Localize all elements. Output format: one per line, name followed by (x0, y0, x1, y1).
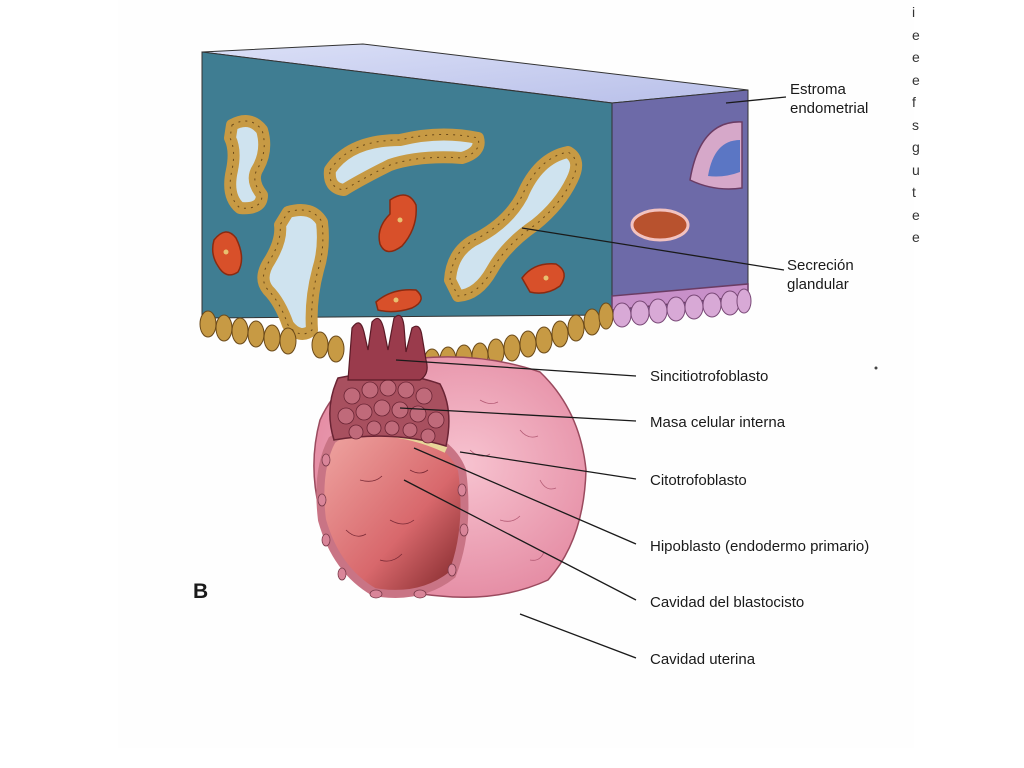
vessel-4 (375, 289, 422, 313)
label-secrecion-line1: Secreción (787, 257, 854, 274)
cut-off-letter: e (912, 229, 920, 245)
blastocyst (313, 314, 587, 599)
gland-1 (224, 115, 271, 215)
leader-citotro (459, 451, 637, 480)
panel-letter: B (193, 580, 209, 603)
cut-off-letter: f (912, 94, 916, 110)
cut-off-letter: g (912, 139, 920, 155)
cytotrophoblast-cells (317, 453, 469, 599)
vessel-2 (378, 194, 417, 253)
gland-2 (323, 128, 485, 196)
cut-off-letter: e (912, 49, 920, 65)
cut-off-letter: i (912, 4, 916, 20)
label-citotrofoblasto: Citotrofoblasto (650, 472, 747, 489)
label-sincitiotrofoblasto: Sincitiotrofoblasto (650, 368, 769, 385)
label-estroma-endometrial: Estroma endometrial (790, 80, 868, 118)
uterine-epithelium (199, 302, 614, 376)
label-secrecion-line2: glandular (787, 276, 849, 293)
cut-off-letter: t (912, 184, 916, 200)
leader-lines (395, 96, 787, 659)
side-gland-lumen (708, 140, 740, 177)
leader-cavidad-blasto (403, 479, 637, 601)
label-estroma-line1: Estroma (790, 81, 846, 98)
leader-masa (399, 407, 637, 422)
leader-sincitio (395, 359, 637, 377)
endometrial-block (199, 43, 752, 376)
label-cavidad-blastocisto: Cavidad del blastocisto (650, 594, 805, 611)
cut-off-letter: e (912, 71, 920, 88)
cut-off-letter: s (912, 116, 919, 133)
label-cavidad-uterina: Cavidad uterina (650, 651, 756, 668)
cut-off-letter: e (912, 206, 920, 223)
leader-cavidad-uterina (519, 613, 637, 659)
vessel-3 (521, 263, 565, 294)
gland-3 (444, 146, 583, 302)
leader-hipoblasto (413, 447, 637, 545)
label-secrecion-glandular: Secreción glandular (787, 256, 854, 294)
leader-estroma (725, 96, 787, 104)
syncytiotrophoblast (347, 314, 428, 381)
label-masa-celular-interna: Masa celular interna (650, 414, 786, 431)
label-estroma-line2: endometrial (790, 100, 869, 117)
side-vessel (630, 208, 690, 242)
label-hipoblasto: Hipoblasto (endodermo primario) (650, 538, 870, 555)
leader-secrecion (521, 227, 785, 271)
cut-off-letter: e (912, 26, 920, 43)
cut-off-letter: u (912, 161, 920, 178)
